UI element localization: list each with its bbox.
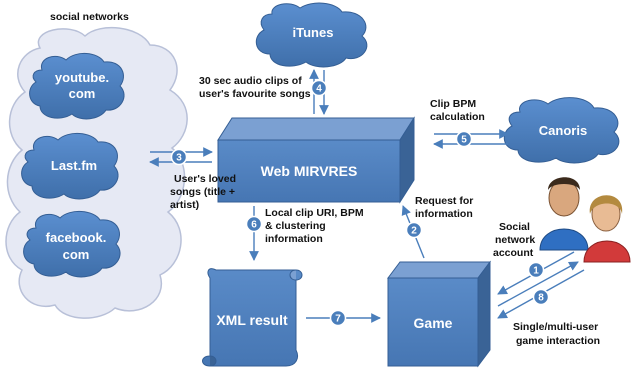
interaction-annotation: Single/multi-user game interaction (513, 321, 600, 347)
step-5: 5 (455, 130, 473, 148)
loved-songs-line3: artist) (170, 199, 199, 211)
game-box: Game (387, 260, 491, 368)
facebook-label-line2: com (63, 247, 90, 262)
audio-clips-line1: 30 sec audio clips of (199, 75, 302, 87)
local-clip-line3: information (265, 233, 323, 245)
itunes-cloud: iTunes (255, 2, 368, 68)
step-1: 1 (527, 261, 545, 279)
svg-text:1: 1 (533, 266, 539, 277)
loved-songs-annotation: User's loved songs (title + artist) (170, 173, 236, 211)
audio-clips-annotation: 30 sec audio clips of user's favourite s… (199, 75, 311, 100)
svg-text:8: 8 (538, 293, 544, 304)
lastfm-label: Last.fm (51, 158, 97, 173)
social-account-line2: network (495, 234, 535, 246)
youtube-cloud: youtube. com (29, 53, 125, 120)
xml-result-label: XML result (216, 312, 288, 328)
step-6: 6 (245, 215, 263, 233)
clip-bpm-line1: Clip BPM (430, 98, 476, 110)
web-mirvres-label: Web MIRVRES (261, 163, 358, 179)
svg-text:7: 7 (335, 314, 341, 325)
interaction-line1: Single/multi-user (513, 321, 598, 333)
svg-text:3: 3 (176, 153, 182, 164)
local-clip-annotation: Local clip URI, BPM & clustering informa… (265, 207, 364, 245)
svg-text:4: 4 (316, 84, 322, 95)
svg-text:6: 6 (251, 220, 257, 231)
arrow-game-to-user (497, 261, 579, 307)
step-3: 3 (170, 148, 188, 166)
step-7: 7 (329, 309, 347, 327)
youtube-label-line1: youtube. (55, 70, 109, 85)
audio-clips-line2: user's favourite songs (199, 88, 311, 100)
request-line2: information (415, 208, 473, 220)
interaction-line2: game interaction (516, 335, 600, 347)
local-clip-line2: & clustering (265, 220, 326, 232)
facebook-label-line1: facebook. (46, 230, 107, 245)
step-8: 8 (532, 288, 550, 306)
clip-bpm-line2: calculation (430, 111, 485, 123)
loved-songs-line2: songs (title + (170, 186, 235, 198)
request-annotation: Request for information (415, 195, 473, 220)
itunes-label: iTunes (293, 25, 334, 40)
facebook-cloud: facebook. com (23, 211, 121, 278)
xml-result-scroll: XML result (202, 268, 303, 367)
step-2: 2 (405, 221, 423, 239)
request-line1: Request for (415, 195, 473, 207)
clip-bpm-annotation: Clip BPM calculation (430, 98, 485, 123)
loved-songs-line1: User's loved (174, 173, 236, 185)
step-4: 4 (310, 79, 328, 97)
lastfm-cloud: Last.fm (21, 133, 119, 200)
web-mirvres-box: Web MIRVRES (217, 116, 415, 204)
canoris-cloud: Canoris (503, 97, 620, 164)
social-account-line1: Social (499, 221, 530, 233)
social-networks-heading: social networks (50, 11, 129, 23)
svg-text:5: 5 (461, 135, 467, 146)
youtube-label-line2: com (69, 86, 96, 101)
social-account-annotation: Social network account (493, 221, 535, 259)
canoris-label: Canoris (539, 123, 587, 138)
game-label: Game (414, 315, 453, 331)
local-clip-line1: Local clip URI, BPM (265, 207, 364, 219)
two-users-icon (539, 177, 631, 263)
svg-text:2: 2 (411, 226, 417, 237)
social-account-line3: account (493, 247, 534, 259)
